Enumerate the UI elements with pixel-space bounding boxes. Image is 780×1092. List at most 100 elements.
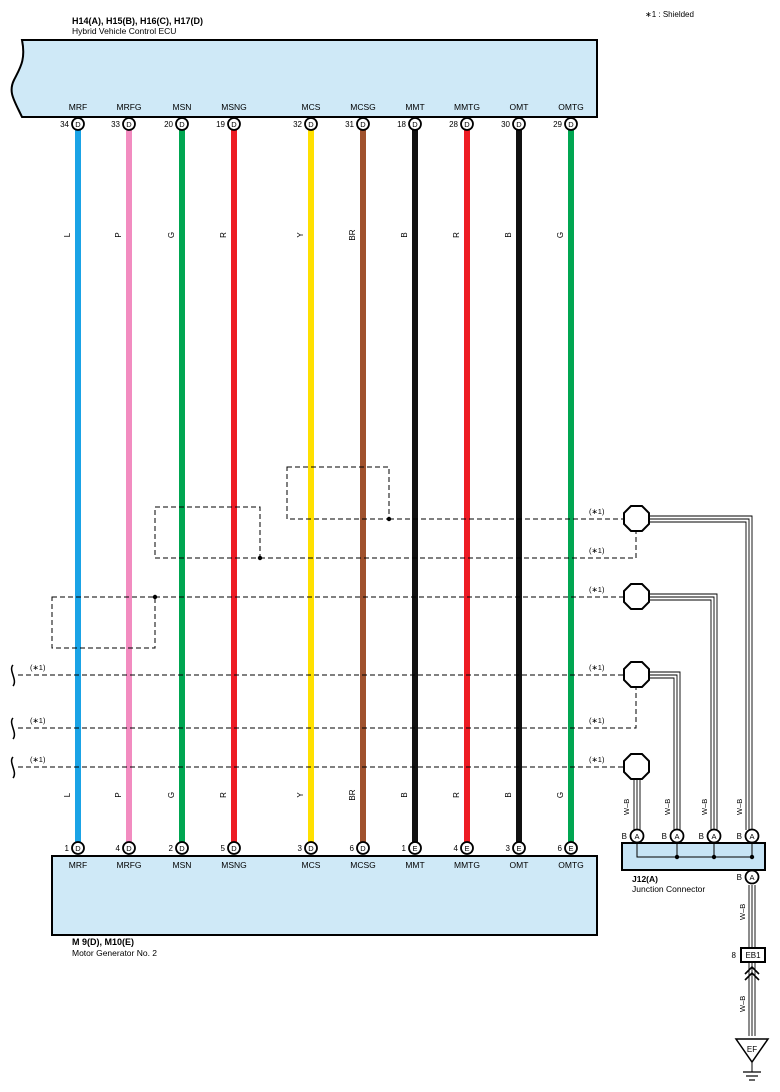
bottom-pin-number: 6 (558, 844, 563, 853)
splice-point (257, 555, 263, 561)
top-connector-letter: D (126, 120, 132, 129)
top-connector-letter: D (568, 120, 574, 129)
shield-mark: (∗1) (30, 716, 46, 725)
splice-point (152, 594, 158, 600)
bottom-signal-label: OMT (510, 860, 529, 870)
wire-color-code: BR (348, 229, 357, 240)
shield-drain-line (18, 688, 637, 729)
terminal-circle (356, 117, 370, 131)
shield-drain-lines (18, 516, 637, 768)
junction-name: J12(A) (632, 874, 658, 884)
wire-color-code: R (452, 232, 461, 238)
junction-connector-letter: A (749, 832, 754, 841)
terminal-circle (356, 841, 370, 855)
terminal-circle (227, 841, 241, 855)
terminal-circle (71, 117, 85, 131)
shield-mark: (∗1) (589, 585, 605, 594)
bottom-connector-letter: E (516, 844, 521, 853)
top-connector-letter: D (308, 120, 314, 129)
top-connector-letter: D (464, 120, 470, 129)
top-connector-letter: D (516, 120, 522, 129)
junction-connector-letter: A (674, 832, 679, 841)
terminal-circle (304, 841, 318, 855)
shield-cable (647, 674, 678, 830)
motor-generator-box (51, 855, 598, 936)
break-mark (10, 717, 16, 740)
top-signal-label: MMTG (454, 102, 480, 112)
terminal-circle (122, 841, 136, 855)
bottom-signal-label: MMT (405, 860, 424, 870)
junction-pin-letter: B (699, 832, 704, 841)
terminal-circle (304, 117, 318, 131)
wire-color-code: L (63, 232, 72, 237)
bottom-connector-letter: D (179, 844, 185, 853)
shield-cable (647, 515, 753, 830)
wb-labels: W–B W–B W–B W–B (622, 799, 744, 815)
wire-color-code: B (504, 792, 513, 797)
terminal-circle (744, 828, 760, 844)
top-signal-label: OMT (510, 102, 529, 112)
shield-enclosure-msn (154, 506, 261, 559)
bottom-signal-label: MSN (173, 860, 192, 870)
top-pin-number: 28 (449, 120, 458, 129)
top-pin-number: 19 (216, 120, 225, 129)
wire-color-code: G (167, 792, 176, 798)
top-pin-number: 18 (397, 120, 406, 129)
top-signal-label: MRF (69, 102, 87, 112)
shield-marks: (∗1) (∗1) (∗1) (∗1) (∗1) (∗1) (∗1) (∗1) … (30, 507, 605, 764)
ground-path (748, 885, 756, 1036)
junction-connector-letter: A (749, 873, 754, 882)
bottom-connector-letter: E (464, 844, 469, 853)
wire-color-label: W–B (622, 799, 631, 815)
top-connector-letter: D (75, 120, 81, 129)
top-signal-label: MCSG (350, 102, 376, 112)
splice-point (386, 516, 392, 522)
ecu-connectors-label: H14(A), H15(B), H16(C), H17(D) (72, 16, 203, 26)
top-pin-number: 32 (293, 120, 302, 129)
continuation-marks (10, 664, 16, 779)
terminal-circle (744, 869, 760, 885)
break-mark (10, 756, 16, 779)
wire-color-label: W–B (735, 799, 744, 815)
shielded-legend: ∗1 : Shielded (645, 10, 694, 19)
bottom-pin-number: 2 (169, 844, 174, 853)
terminal-circle (512, 841, 526, 855)
terminal-circle (408, 117, 422, 131)
wire-color-code: P (114, 232, 123, 237)
top-pin-number: 20 (164, 120, 173, 129)
shield-cable (647, 677, 675, 830)
chevron-up-icon (744, 965, 760, 981)
top-signal-label: MRFG (116, 102, 141, 112)
bottom-connector-letter: E (568, 844, 573, 853)
terminal-circle (629, 828, 645, 844)
bottom-pin-number: 3 (506, 844, 511, 853)
junction-pin-letter: B (737, 832, 742, 841)
bottom-pin-number: 6 (350, 844, 355, 853)
bottom-signal-label: MCSG (350, 860, 376, 870)
wire-color-code: R (219, 792, 228, 798)
bottom-pin-number: 4 (116, 844, 121, 853)
wire-color-label: W–B (738, 904, 747, 920)
bottom-pin-number: 3 (298, 844, 303, 853)
shield-ground-octagon (623, 583, 650, 610)
terminal-circle (122, 117, 136, 131)
top-pin-number: 30 (501, 120, 510, 129)
top-pin-number: 29 (553, 120, 562, 129)
shield-mark: (∗1) (30, 755, 46, 764)
eb1-pin: 8 (732, 951, 737, 960)
shield-mark: (∗1) (589, 546, 605, 555)
shield-ground-octagon (623, 661, 650, 688)
shield-ground-octagons (623, 505, 650, 780)
junction-pin-letter: B (737, 873, 742, 882)
wire-color-label: W–B (738, 996, 747, 1012)
junction-connector-letter: A (634, 832, 639, 841)
terminal-circle (460, 841, 474, 855)
wire-color-code: BR (348, 789, 357, 800)
wire-color-code: L (63, 792, 72, 797)
